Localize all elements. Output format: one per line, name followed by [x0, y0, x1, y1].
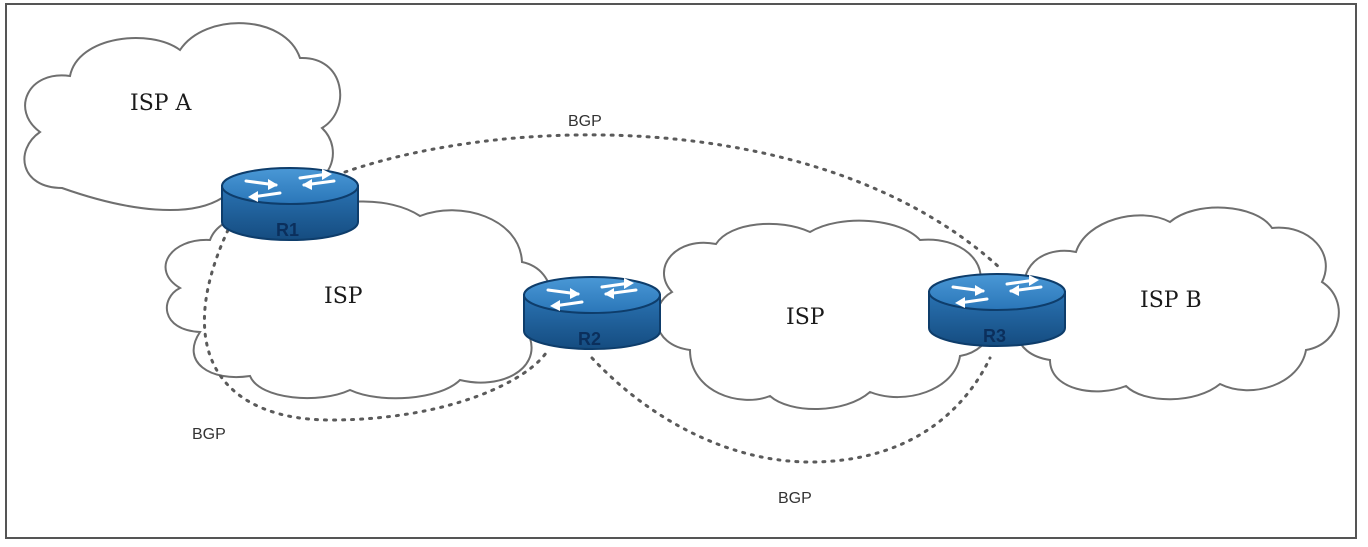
- router-label-r3: R3: [983, 326, 1006, 346]
- bgp-label-r1-r2: BGP: [192, 426, 226, 443]
- bgp-label-r2-r3: BGP: [778, 490, 812, 507]
- cloud-label-isp-b: ISP B: [1140, 288, 1202, 313]
- router-r2-icon: R2: [522, 275, 662, 351]
- router-r3-icon: R3: [927, 272, 1067, 348]
- bgp-session-r1-r3: BGP: [343, 113, 1002, 270]
- router-r1-icon: R1: [220, 166, 360, 242]
- router-label-r2: R2: [578, 329, 601, 349]
- cloud-isp-left: ISP: [164, 200, 553, 400]
- cloud-label-isp-a: ISP A: [130, 91, 193, 116]
- cloud-isp-b: ISP B: [1015, 206, 1340, 401]
- router-label-r1: R1: [276, 220, 299, 240]
- cloud-label-isp-left: ISP: [324, 284, 363, 309]
- cloud-isp-middle: ISP: [655, 219, 995, 411]
- cloud-isp-a: ISP A: [23, 22, 342, 212]
- bgp-session-r1-r2: BGP: [192, 228, 550, 443]
- bgp-label-r1-r3: BGP: [568, 113, 602, 130]
- cloud-label-isp-middle: ISP: [786, 305, 825, 330]
- bgp-session-r2-r3: BGP: [590, 356, 992, 507]
